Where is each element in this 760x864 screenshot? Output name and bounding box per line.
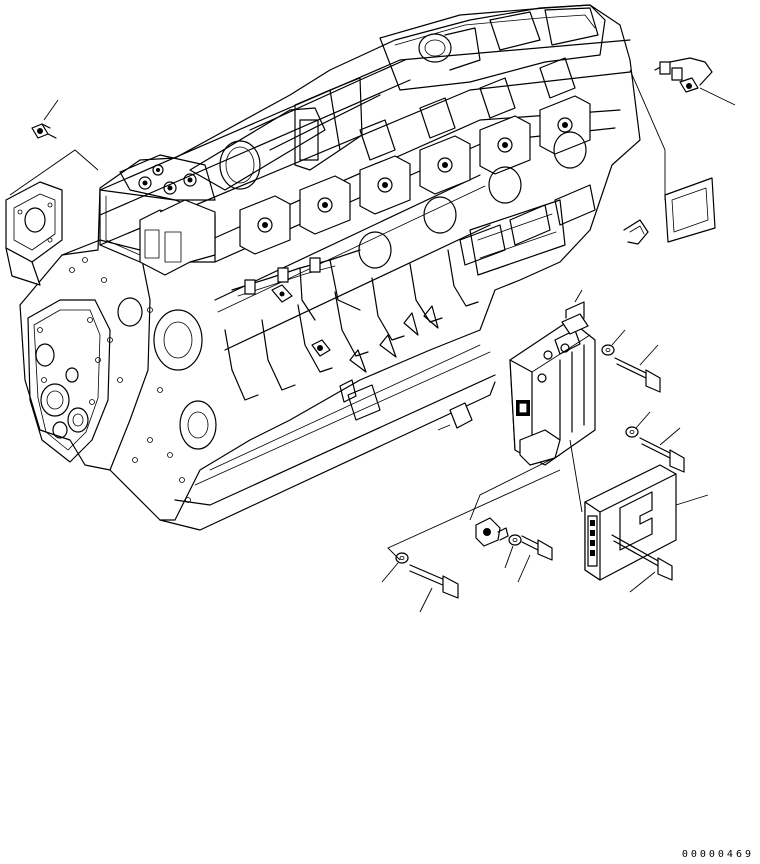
front-face-bolt-holes: [38, 258, 191, 503]
leader-line-washer-upper: [612, 330, 625, 345]
spacer[interactable]: [450, 403, 472, 428]
leader-line-washer-middle: [636, 412, 650, 428]
sensor-bolt[interactable]: [522, 536, 552, 560]
block-sensor: [272, 285, 330, 356]
cylinder-heads: [100, 5, 630, 275]
bolt-controller[interactable]: [612, 535, 672, 580]
leader-line-washer-lower: [382, 563, 398, 582]
speed-sensor[interactable]: [476, 518, 508, 546]
sensor-washer[interactable]: [509, 535, 521, 545]
washer-lower[interactable]: [396, 553, 408, 563]
leader-line-bolt-lower: [420, 588, 432, 612]
cover-plate-left[interactable]: [6, 182, 62, 285]
valve-housings: [240, 96, 590, 254]
bolt-lower[interactable]: [410, 565, 458, 598]
leader-line-top-right-sensor: [700, 88, 735, 105]
leader-line-bolt-controller: [630, 572, 655, 592]
leader-line-bolt-upper: [640, 345, 658, 365]
harness-sensor-top-right[interactable]: [655, 58, 712, 92]
leader-line-bracket-controller: [570, 440, 582, 512]
engine-block: [20, 5, 640, 530]
figure-code: 00000469: [681, 849, 754, 860]
washer-upper[interactable]: [602, 345, 614, 355]
pressure-sensor-top-left[interactable]: [32, 124, 56, 138]
bolt-upper[interactable]: [615, 358, 660, 392]
washer-middle[interactable]: [626, 427, 638, 437]
leader-line-lower-bolt: [388, 470, 560, 560]
leader-line-top-left-box: [10, 150, 98, 195]
cover-plate-right[interactable]: [665, 178, 715, 242]
leader-line-spacer: [438, 425, 450, 430]
leader-line-bolt-middle: [660, 428, 680, 445]
leader-line-lower-group: [470, 455, 560, 520]
leader-line-bracket: [575, 290, 582, 302]
leader-line-sensor-washer: [505, 546, 513, 568]
leader-line-sensor-bolt: [518, 555, 530, 582]
bolt-middle[interactable]: [640, 438, 684, 472]
leader-line-controller: [676, 495, 708, 505]
controller-module[interactable]: [585, 465, 676, 580]
leader-line-right-cover: [630, 70, 665, 200]
controller-bracket[interactable]: [510, 302, 595, 465]
clip[interactable]: [624, 220, 648, 244]
leader-line-top-left-sensor: [44, 100, 58, 120]
